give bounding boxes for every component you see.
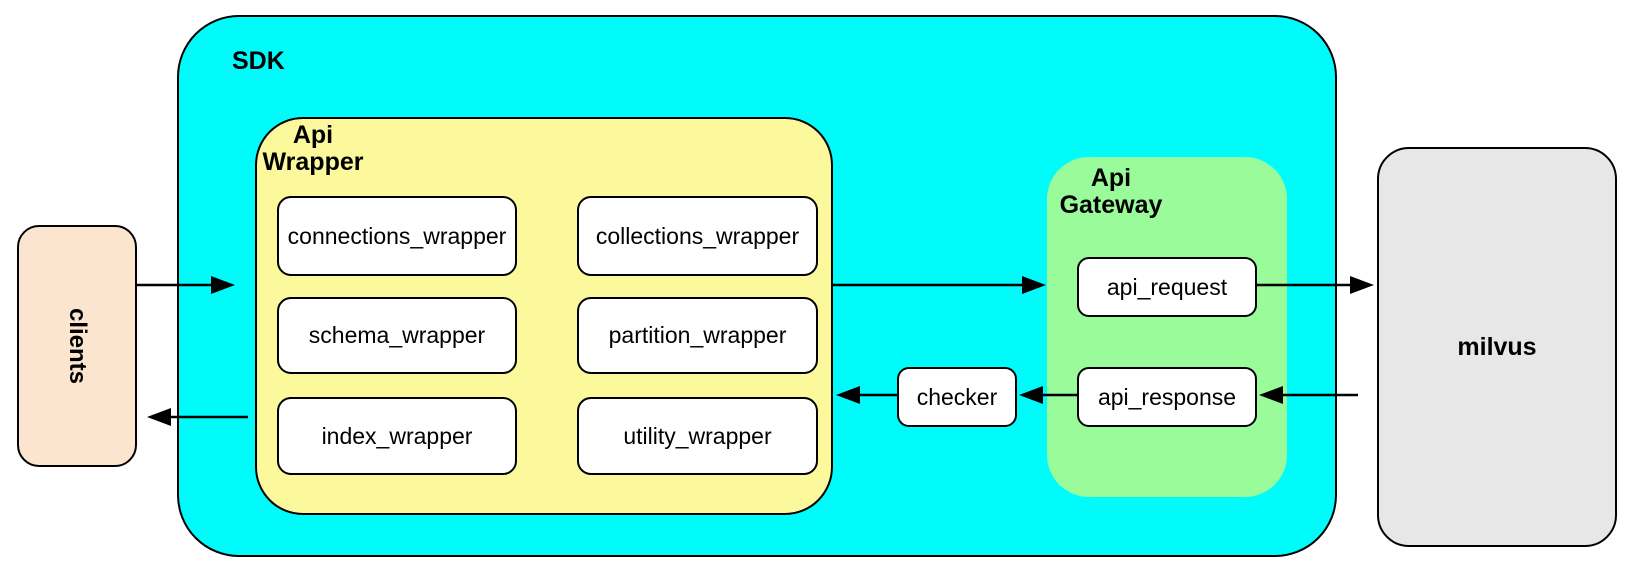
collections-wrapper-box: collections_wrapper — [577, 196, 818, 276]
clients-label: clients — [64, 307, 91, 385]
api-gateway-label-line1: Api — [1090, 164, 1132, 192]
utility-wrapper-box: utility_wrapper — [577, 397, 818, 475]
api-gateway-label: Api Gateway — [1055, 165, 1167, 219]
partition-wrapper-box: partition_wrapper — [577, 297, 818, 374]
api-gateway-container: Api Gateway — [1047, 157, 1287, 497]
sdk-label: SDK — [232, 47, 285, 75]
api-gateway-label-line2: Gateway — [1059, 191, 1163, 219]
schema-wrapper-box: schema_wrapper — [277, 297, 517, 374]
milvus-label: milvus — [1457, 332, 1537, 361]
clients-box: clients — [17, 225, 137, 467]
connections-wrapper-box: connections_wrapper — [277, 196, 517, 276]
api-response-box: api_response — [1077, 367, 1257, 427]
checker-box: checker — [897, 367, 1017, 427]
api-wrapper-label: Api Wrapper — [258, 122, 368, 176]
api-wrapper-label-line2: Wrapper — [262, 148, 364, 176]
api-wrapper-label-line1: Api — [292, 121, 334, 149]
milvus-box: milvus — [1377, 147, 1617, 547]
index-wrapper-box: index_wrapper — [277, 397, 517, 475]
api-request-box: api_request — [1077, 257, 1257, 317]
